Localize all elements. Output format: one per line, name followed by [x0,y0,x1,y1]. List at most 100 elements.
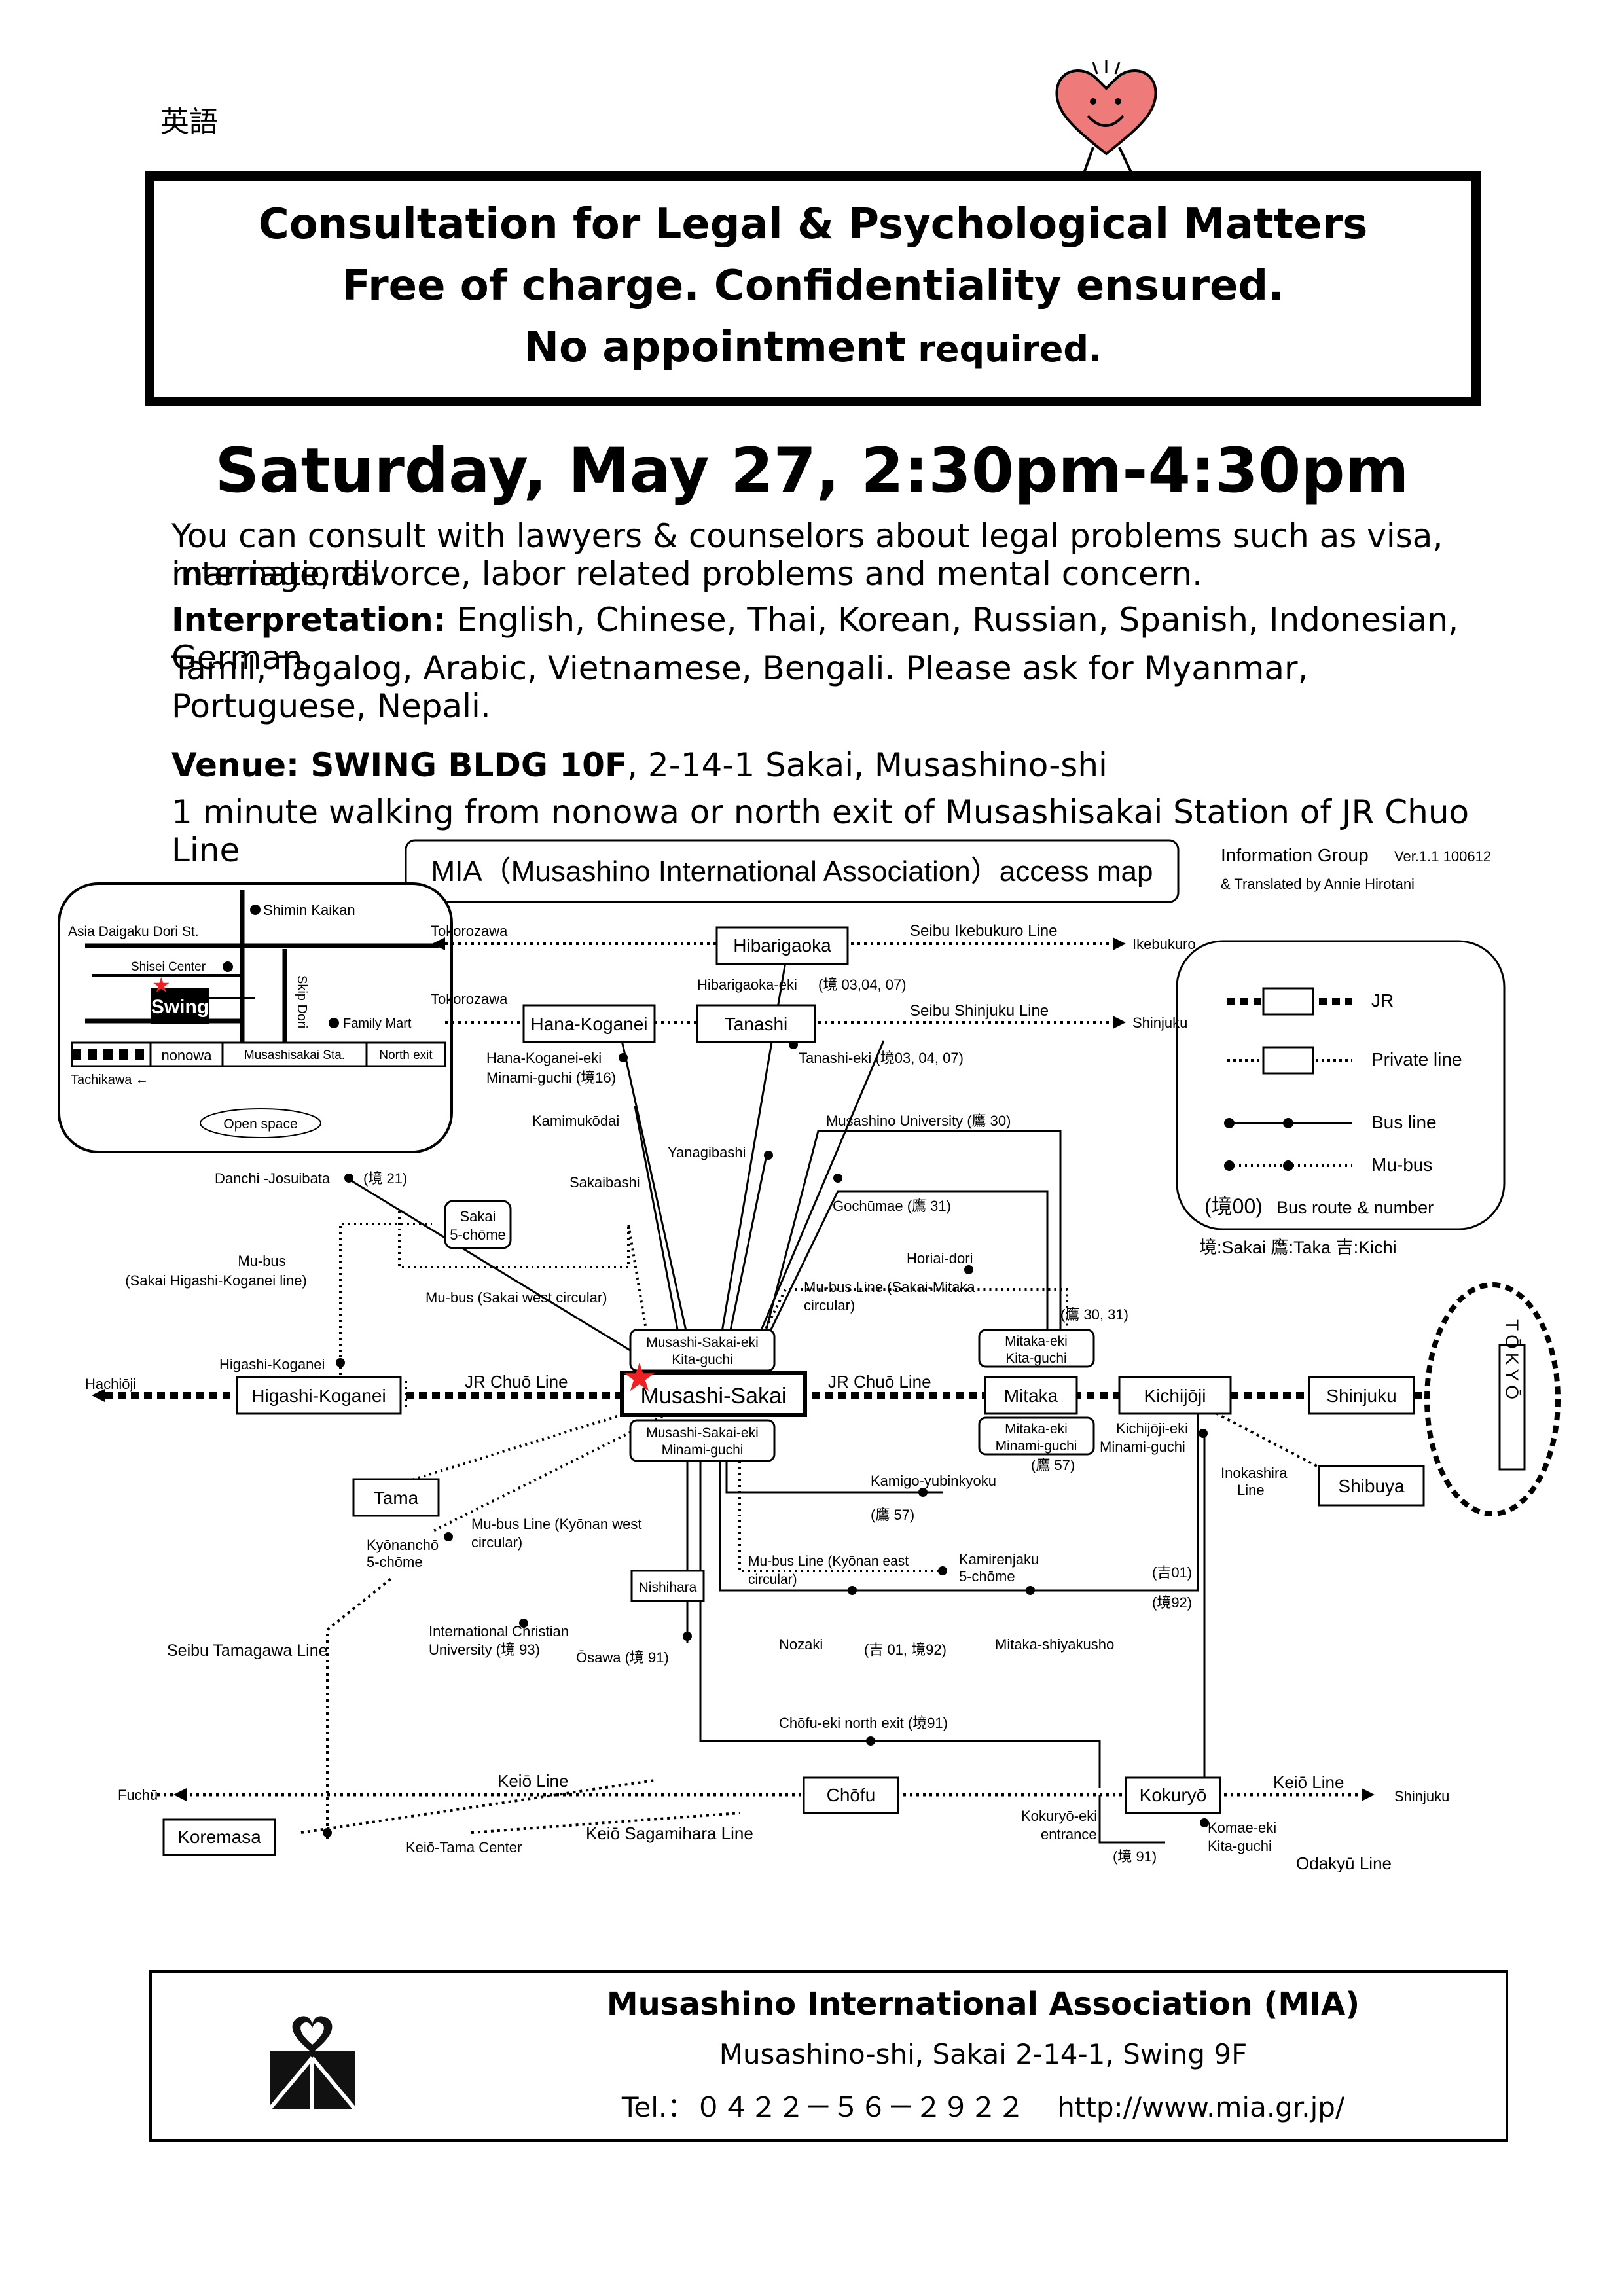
venue-line: Venue: SWING BLDG 10F, 2-14-1 Sakai, Mus… [171,746,1507,784]
lbl-koremasa: Koremasa [177,1827,261,1847]
lbl-keio2: Keiō Line [1273,1772,1344,1792]
lbl-kamirenjaku2: 5-chōme [959,1568,1015,1585]
legend-jr: JR [1371,990,1394,1011]
lbl-hibarigaoka: Hibarigaoka [733,935,831,956]
lbl-keio1: Keiō Line [497,1771,568,1791]
lbl-ikebukuro: Ikebukuro [1132,936,1196,952]
inset-tachikawa: Tachikawa ← [71,1073,149,1087]
lbl-shibuya: Shibuya [1338,1476,1405,1496]
lbl-kokuryo-eki1: Kokuryō-eki [1021,1808,1097,1824]
lbl-kamirenjaku1: Kamirenjaku [959,1551,1039,1568]
lbl-sakai5b: 5-chōme [450,1227,506,1243]
title-line-3a: No appointment [524,323,906,372]
lbl-hibari-route: (境 03,04, 07) [818,977,907,993]
title-line-1: Consultation for Legal & Psychological M… [258,200,1368,249]
lbl-tanashi: Tanashi [725,1014,788,1034]
inset-asia-daigaku: Asia Daigaku Dori St. [68,924,199,939]
map-title-box [405,839,1180,903]
interpretation-languages-1: English, Chinese, Thai, Korean, Russian,… [171,601,1459,677]
footer-address: Musashino-shi, Sakai 2-14-1, Swing 9F [719,2038,1248,2070]
legend-private-line: Private line [1371,1049,1462,1069]
lbl-mitaka-shiyakusho: Mitaka-shiyakusho [995,1636,1114,1653]
lbl-tama: Tama [374,1488,419,1508]
venue-address: , 2-14-1 Sakai, Musashino-shi [627,746,1108,784]
lbl-musashi-sakai: Musashi-Sakai [641,1384,787,1408]
lbl-seibu-tamagawa: Seibu Tamagawa Line [167,1641,328,1660]
lbl-komae2: Kita-guchi [1208,1838,1272,1854]
lbl-tanashi-eki: Tanashi-eki (境03, 04, 07) [799,1050,964,1066]
title-line-3b: required. [905,329,1102,370]
lbl-minami2: Minami-guchi [662,1443,744,1458]
lbl-chofu: Chōfu [827,1785,876,1805]
lbl-keio-tama: Keiō-Tama Center [406,1839,522,1856]
lbl-inokashira2: Line [1237,1482,1265,1498]
inset-shisei-center: Shisei Center [131,960,206,974]
lbl-odakyu: Odakyū Line [1296,1854,1392,1872]
lbl-danchi: Danchi -Josuibata [215,1170,331,1187]
lbl-taka3031: (鷹 30, 31) [1060,1306,1128,1323]
lbl-tokyo: TŌKYŌ [1502,1319,1523,1403]
lbl-hachioji: Hachiōji [85,1376,136,1392]
lbl-sakai5: Sakai [460,1208,496,1225]
station-boxes [162,926,1526,1856]
lbl-mubus-kyonan-e2: circular) [748,1572,797,1587]
lbl-mubus-mitaka1: Mu-bus Line (Sakai-Mitaka [804,1279,975,1295]
lbl-komae1: Komae-eki [1208,1820,1276,1836]
legend-route-symbol: (境00) [1204,1194,1263,1218]
lbl-tokorozawa2: Tokorozawa [431,991,508,1007]
footer-contact: Tel.：０４２２－５６－２９２２ http://www.mia.gr.jp/ [361,2085,1605,2125]
lbl-kita1: Musashi-Sakai-eki [646,1335,759,1350]
lbl-kichi01-sakai92: (吉 01, 境92) [864,1641,947,1658]
lbl-keio-sagamihara: Keiō Sagamihara Line [586,1823,753,1843]
lbl-hibarigaoka-eki: Hibarigaoka-eki [697,977,797,993]
lbl-jr-chuo1: JR Chuō Line [465,1372,568,1391]
legend-abbreviations: 境:Sakai 鷹:Taka 吉:Kichi [1199,1238,1397,1257]
lbl-fuchu: Fuchū [118,1787,158,1803]
inset-family-mart: Family Mart [343,1016,412,1031]
lbl-osawa: Ōsawa (境 91) [576,1649,669,1666]
lbl-kichi-minami1: Kichijōji-eki [1116,1420,1188,1437]
footer-tel: Tel.：０４２２－５６－２９２２ [621,2091,1025,2123]
access-map: MIA（Musashino International Association）… [58,839,1561,1872]
heart-mascot-icon [1055,60,1157,176]
venue-directions: 1 minute walking from nonowa or north ex… [171,793,1470,869]
interpretation-line-2: Tamil, Tagalog, Arabic, Vietnamese, Beng… [171,649,1308,725]
lbl-kokuryo-eki2: entrance [1041,1826,1097,1842]
lbl-higashi-koganei: Higashi-Koganei [251,1386,386,1406]
inset-open-space: Open space [223,1117,297,1132]
lbl-kyonancho1: Kyōnanchō [367,1537,439,1553]
lbl-mitaka: Mitaka [1004,1386,1058,1406]
legend-mu-bus: Mu-bus [1371,1155,1432,1175]
footer-url[interactable]: http://www.mia.gr.jp/ [1057,2091,1345,2123]
interpretation-line-1: Interpretation: English, Chinese, Thai, … [171,601,1507,677]
map-translated-by: & Translated by Annie Hirotani [1221,876,1415,892]
musashi-sakai-star-icon: ★ [622,1355,657,1399]
lbl-mitaka-minami1: Mitaka-eki [1005,1422,1068,1437]
map-labels: Tokorozawa Hibarigaoka Seibu Ikebukuro L… [85,922,1523,1872]
lbl-mubus-kyonan-e1: Mu-bus Line (Kyōnan east [748,1554,909,1569]
inset-swing: Swing [151,996,209,1018]
lbl-icu2: University (境 93) [429,1641,540,1658]
lbl-musashino-univ: Musashino University (鷹 30) [826,1113,1011,1129]
inset-map: Swing ★ nonowa Musashisakai Sta. North e… [58,882,453,1153]
lbl-shinjuku2: Shinjuku [1394,1788,1449,1804]
lbl-sakai91: (境 91) [1113,1848,1157,1865]
lbl-kyonancho2: 5-chōme [367,1554,423,1570]
lbl-taka57a: (鷹 57) [1031,1457,1075,1473]
lbl-mubus-kyonan-w1: Mu-bus Line (Kyōnan west [471,1516,641,1532]
lbl-kamigo: Kamigo-yubinkyoku [871,1473,996,1489]
lbl-taka57b: (鷹 57) [871,1507,914,1523]
lbl-horiai: Horiai-dori [907,1250,973,1266]
lbl-kichi-minami2: Minami-guchi [1100,1439,1185,1455]
lbl-nozaki: Nozaki [779,1636,823,1653]
lbl-kichijoji: Kichijōji [1144,1386,1206,1406]
lbl-mubus-west: Mu-bus (Sakai west circular) [425,1289,607,1306]
lbl-hana-koganei: Hana-Koganei [530,1014,647,1034]
event-date: Saturday, May 27, 2:30pm-4:30pm [215,435,1409,507]
map-version: Ver.1.1 100612 [1394,848,1491,865]
lbl-yanagibashi: Yanagibashi [668,1144,746,1160]
map-title: MIA（Musashino International Association）… [431,855,1153,888]
mia-logo-icon [268,2016,357,2110]
lbl-minami-guchi16: Minami-guchi (境16) [486,1069,616,1086]
lbl-danchi-route: (境 21) [363,1170,407,1187]
